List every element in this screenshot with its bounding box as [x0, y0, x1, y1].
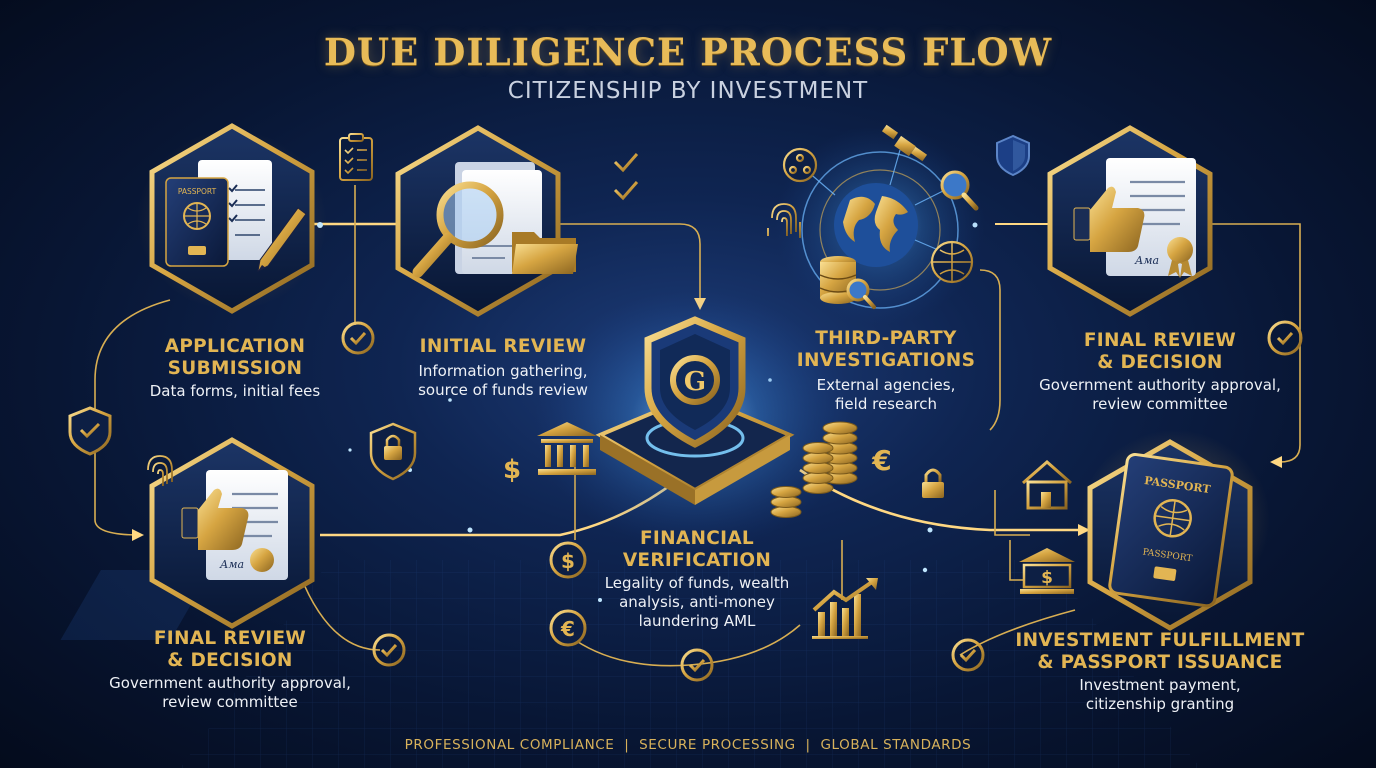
house-icon [1022, 460, 1072, 510]
bank-icon [537, 422, 597, 475]
database-search-icon [819, 256, 876, 309]
shield-check-icon [68, 406, 112, 456]
satellite-icon [881, 124, 928, 162]
step-description: Investment payment, citizenship granting [1079, 676, 1241, 713]
clipboard-checklist-icon [339, 133, 373, 181]
step-title: FINAL REVIEW & DECISION [1083, 330, 1237, 373]
step-initial-review: INITIAL REVIEW Information gathering, so… [383, 336, 623, 400]
svg-text:€: € [560, 617, 575, 641]
center-security-shield: G [535, 290, 855, 550]
thumbs-up-icon [1073, 186, 1145, 252]
step-title: INVESTMENT FULFILLMENT & PASSPORT ISSUAN… [1015, 630, 1305, 673]
dollar-coin-icon: $ [549, 541, 587, 579]
page-title: DUE DILIGENCE PROCESS FLOW [323, 30, 1053, 74]
fingerprint-icon [767, 203, 801, 238]
check-circle-icons [341, 320, 1303, 682]
growth-chart-icon [812, 578, 878, 639]
svg-text:Ама: Ама [219, 558, 244, 571]
step-title: INITIAL REVIEW [419, 336, 587, 357]
world-icon [930, 240, 974, 284]
step-final-review-top: FINAL REVIEW & DECISION Government autho… [1020, 330, 1300, 414]
step-description: Data forms, initial fees [149, 382, 321, 400]
step-passport-issuance: INVESTMENT FULFILLMENT & PASSPORT ISSUAN… [1010, 630, 1310, 714]
fingerprint-icon [147, 455, 173, 486]
magnifier-icon [412, 181, 504, 278]
step-final-review-bottom: FINAL REVIEW & DECISION Government autho… [90, 628, 370, 712]
globe-icon [834, 183, 918, 267]
step-initial-review-node [395, 125, 578, 317]
step-description: Government authority approval, review co… [109, 674, 351, 711]
footer-tagline: PROFESSIONAL COMPLIANCE | SECURE PROCESS… [404, 737, 972, 753]
dollar-sign-icon: $ [503, 455, 521, 485]
coin-stack-icon [770, 421, 858, 518]
step-title: FINANCIAL VERIFICATION [622, 528, 772, 571]
passport-icon: PASSPORT [165, 160, 272, 267]
step-description: Information gathering, source of funds r… [418, 362, 588, 399]
step-final-review-top-node: Ама [1047, 125, 1213, 317]
double-check-icon [613, 153, 639, 201]
step-description: Legality of funds, wealth analysis, anti… [604, 574, 790, 630]
svg-text:$: $ [1041, 568, 1053, 588]
lock-shield-icon [369, 422, 417, 481]
passport-icon: PASSPORT PASSPORT [1108, 452, 1234, 608]
euro-sign-icon: € [871, 444, 891, 477]
step-description: Government authority approval, review co… [1039, 376, 1281, 413]
step-description: External agencies, field research [816, 376, 956, 413]
passport-label: PASSPORT [178, 187, 217, 196]
search-icon [940, 170, 979, 211]
thumbs-up-icon [181, 488, 249, 550]
page-subtitle: CITIZENSHIP BY INVESTMENT [507, 78, 869, 104]
step-application-submission-node: PASSPORT [137, 123, 327, 314]
bank-dollar-icon: $ [1019, 548, 1075, 594]
svg-text:$: $ [561, 549, 575, 573]
step-financial-verification: FINANCIAL VERIFICATION Legality of funds… [572, 528, 822, 631]
step-passport-issuance-node: PASSPORT PASSPORT [1080, 430, 1270, 631]
step-final-review-bottom-node: Ама [149, 437, 315, 629]
third-party-network-graphic [767, 124, 985, 325]
center-emblem-letter: G [684, 367, 706, 397]
signature-text: Ама [1134, 254, 1159, 267]
euro-coin-icon: € [549, 609, 587, 647]
network-node-icon [782, 147, 818, 183]
shield-icon [996, 134, 1030, 177]
step-title: THIRD-PARTY INVESTIGATIONS [796, 328, 976, 371]
step-third-party-investigations: THIRD-PARTY INVESTIGATIONS External agen… [766, 328, 1006, 414]
pen-icon [257, 207, 307, 272]
step-title: FINAL REVIEW & DECISION [153, 628, 307, 671]
floor-grid [180, 560, 1200, 768]
padlock-icon [922, 468, 944, 498]
folder-icon [512, 232, 578, 274]
step-title: APPLICATION SUBMISSION [164, 336, 306, 379]
step-application-submission: APPLICATION SUBMISSION Data forms, initi… [110, 336, 360, 401]
